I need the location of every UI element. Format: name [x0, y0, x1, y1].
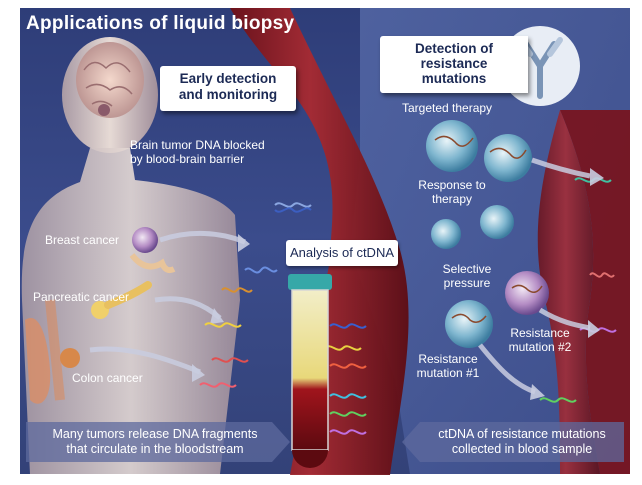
res1-line2: mutation #1	[416, 366, 480, 380]
response-line2: therapy	[431, 192, 473, 206]
pancreatic-cancer-label: Pancreatic cancer	[33, 290, 130, 304]
response-line1: Response to	[418, 178, 486, 192]
breast-cancer-label: Breast cancer	[45, 233, 120, 247]
resistance-mutation-1-label: Resistance mutation #1	[408, 352, 488, 380]
colon-cancer-label: Colon cancer	[72, 371, 143, 385]
bottom-left-line2: that circulate in the bloodstream	[66, 442, 244, 456]
brain-icon	[76, 42, 144, 118]
targeted-therapy-label: Targeted therapy	[402, 101, 493, 115]
brain-tumor-label: Brain tumor DNA blocked by blood-brain b…	[130, 138, 265, 166]
bottom-right-caption: ctDNA of resistance mutations collected …	[422, 427, 622, 457]
res2-line1: Resistance	[510, 326, 570, 340]
selective-line1: Selective	[442, 262, 492, 276]
response-to-therapy-label: Response to therapy	[414, 178, 490, 206]
test-tube-icon	[288, 274, 332, 468]
res1-line1: Resistance	[418, 352, 478, 366]
early-detection-title-line2: and monitoring	[178, 87, 278, 102]
bottom-left-line1: Many tumors release DNA fragments	[52, 427, 258, 441]
early-detection-title-line1: Early detection	[179, 71, 277, 86]
tumor-cell-icon	[426, 120, 549, 348]
resistance-title-line1: Detection of	[414, 41, 493, 56]
brain-tumor-label-line1: Brain tumor DNA blocked	[130, 138, 265, 152]
dna-fragment-icon	[199, 177, 617, 435]
colon-tumor-icon	[60, 348, 80, 368]
bottom-right-line2: collected in blood sample	[451, 442, 593, 456]
early-detection-box: Early detection and monitoring	[160, 66, 296, 111]
brain-tumor-label-line2: by blood-brain barrier	[130, 152, 245, 166]
resistance-mutation-2-label: Resistance mutation #2	[500, 326, 580, 354]
resistance-title-line3: mutations	[421, 71, 487, 86]
resistance-title-line2: resistance	[420, 56, 488, 71]
res2-line2: mutation #2	[508, 340, 572, 354]
resistance-detection-box: Detection of resistance mutations	[380, 36, 528, 93]
selective-line2: pressure	[443, 276, 491, 290]
human-body-figure	[21, 37, 240, 474]
page-title: Applications of liquid biopsy	[26, 13, 295, 34]
selective-pressure-label: Selective pressure	[432, 262, 502, 290]
bottom-left-caption: Many tumors release DNA fragments that c…	[32, 427, 278, 457]
breast-tumor-icon	[132, 227, 158, 253]
bottom-right-line1: ctDNA of resistance mutations	[438, 427, 606, 441]
ctdna-analysis-label: Analysis of ctDNA	[286, 240, 398, 266]
